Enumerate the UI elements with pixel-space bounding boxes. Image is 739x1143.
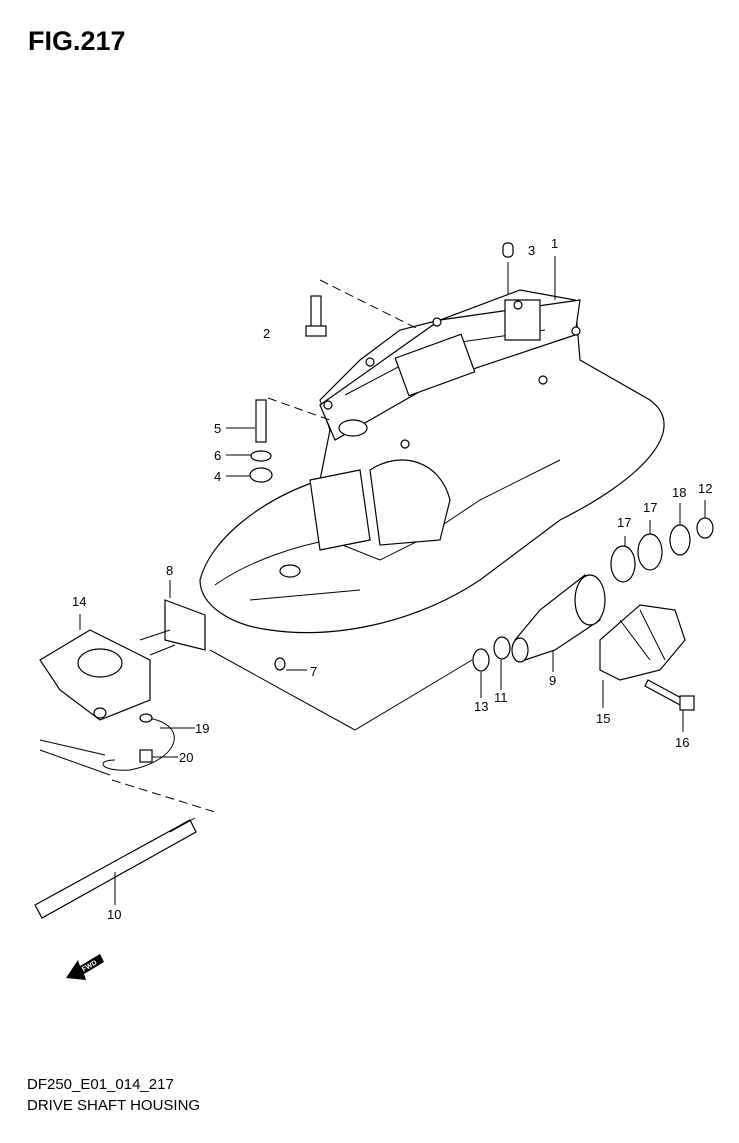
bolt-16: [644, 679, 695, 711]
bracket-14: [39, 629, 151, 721]
figure-label: FIG.217: [28, 26, 126, 56]
washer-17a: [610, 545, 636, 583]
callout-3: 3: [528, 243, 536, 258]
callout-9: 9: [549, 673, 557, 688]
washer-18: [669, 524, 691, 556]
fwd-label: FWD: [81, 959, 98, 973]
washer-6: [250, 450, 272, 462]
bushing-9: [511, 574, 606, 663]
callout-11: 11: [494, 690, 508, 705]
screw-20: [139, 749, 153, 763]
drive-shaft-housing: [199, 289, 665, 634]
clamp-15: [599, 604, 686, 681]
washer-13: [472, 648, 490, 672]
pin-7: [274, 657, 286, 671]
callout-5: 5: [214, 421, 222, 436]
pin-3: [502, 242, 514, 258]
callout-14: 14: [72, 594, 87, 609]
bolt-2: [305, 295, 327, 337]
rod-10: [34, 817, 197, 919]
callout-20: 20: [179, 750, 194, 765]
washer-11: [493, 636, 511, 660]
callout-8: 8: [166, 563, 174, 578]
callout-17a: 17: [617, 515, 632, 530]
nut-12: [696, 517, 714, 539]
stud-5: [255, 399, 267, 443]
callout-16: 16: [675, 735, 690, 750]
callout-4: 4: [214, 469, 222, 484]
callout-13: 13: [474, 699, 489, 714]
callout-15: 15: [596, 711, 611, 726]
callout-18: 18: [672, 485, 687, 500]
nut-4: [249, 467, 273, 483]
callout-6: 6: [214, 448, 222, 463]
washer-17b: [637, 533, 663, 571]
callout-7: 7: [310, 664, 318, 679]
callout-1: 1: [551, 236, 559, 251]
callout-12: 12: [698, 481, 713, 496]
callout-17b: 17: [643, 500, 658, 515]
fwd-arrow-icon: FWD: [66, 954, 104, 980]
callout-19: 19: [195, 721, 210, 736]
callout-10: 10: [107, 907, 122, 922]
callout-2: 2: [263, 326, 271, 341]
diagram-code: DF250_E01_014_217: [27, 1076, 174, 1093]
grommet-8: [139, 599, 206, 656]
diagram-title: DRIVE SHAFT HOUSING: [27, 1097, 201, 1114]
